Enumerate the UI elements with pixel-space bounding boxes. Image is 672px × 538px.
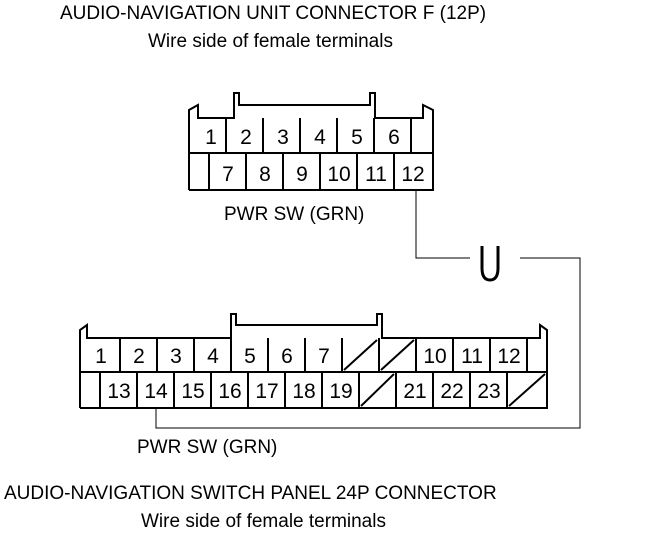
top-terminal-12: 12	[401, 163, 424, 186]
bottom-terminal-22: 22	[440, 380, 463, 403]
top-terminal-7: 7	[222, 163, 234, 186]
top-terminal-11: 11	[365, 163, 387, 186]
top-terminal-numbers: 1 2 3 4 5 6 7 8 9 10 11 12	[205, 126, 425, 186]
bottom-terminal-14: 14	[144, 380, 168, 403]
bottom-terminal-7: 7	[318, 345, 330, 368]
bottom-terminal-1: 1	[95, 345, 107, 368]
top-terminal-8: 8	[259, 163, 271, 186]
pwr-sw-wire	[155, 190, 581, 429]
bottom-connector-subtitle: Wire side of female terminals	[141, 511, 386, 532]
bottom-terminal-3: 3	[170, 345, 182, 368]
top-wire-label: PWR SW (GRN)	[224, 204, 365, 225]
top-terminal-5: 5	[351, 126, 363, 149]
top-terminal-3: 3	[277, 126, 289, 149]
bottom-terminal-23: 23	[477, 380, 500, 403]
top-connector-subtitle: Wire side of female terminals	[148, 31, 393, 52]
top-terminal-2: 2	[240, 126, 252, 149]
bottom-terminal-12: 12	[497, 345, 520, 368]
bottom-terminal-13: 13	[107, 380, 130, 403]
top-connector-title: AUDIO-NAVIGATION UNIT CONNECTOR F (12P)	[60, 3, 487, 24]
continuity-tester-symbol	[480, 246, 500, 282]
bottom-terminal-15: 15	[181, 380, 204, 403]
top-terminal-10: 10	[327, 163, 350, 186]
bottom-connector-housing	[79, 313, 548, 409]
top-terminal-1: 1	[205, 126, 217, 149]
top-terminal-9: 9	[296, 163, 308, 186]
bottom-terminal-11: 11	[461, 345, 483, 368]
bottom-connector-title: AUDIO-NAVIGATION SWITCH PANEL 24P CONNEC…	[4, 483, 497, 504]
bottom-terminal-19: 19	[329, 380, 352, 403]
bottom-terminal-4: 4	[207, 345, 219, 368]
bottom-wire-label: PWR SW (GRN)	[137, 437, 278, 458]
bottom-terminal-6: 6	[281, 345, 293, 368]
bottom-terminal-10: 10	[423, 345, 446, 368]
bottom-terminal-16: 16	[218, 380, 241, 403]
bottom-terminal-numbers: 1 2 3 4 5 6 7 10 11 12 13 14 15 16 17 18…	[95, 345, 521, 403]
bottom-terminal-2: 2	[133, 345, 145, 368]
bottom-terminal-17: 17	[255, 380, 278, 403]
top-connector-housing	[188, 92, 434, 191]
bottom-terminal-5: 5	[244, 345, 256, 368]
bottom-terminal-18: 18	[292, 380, 315, 403]
top-terminal-6: 6	[388, 126, 400, 149]
bottom-terminal-21: 21	[403, 380, 426, 403]
top-terminal-4: 4	[314, 126, 326, 149]
